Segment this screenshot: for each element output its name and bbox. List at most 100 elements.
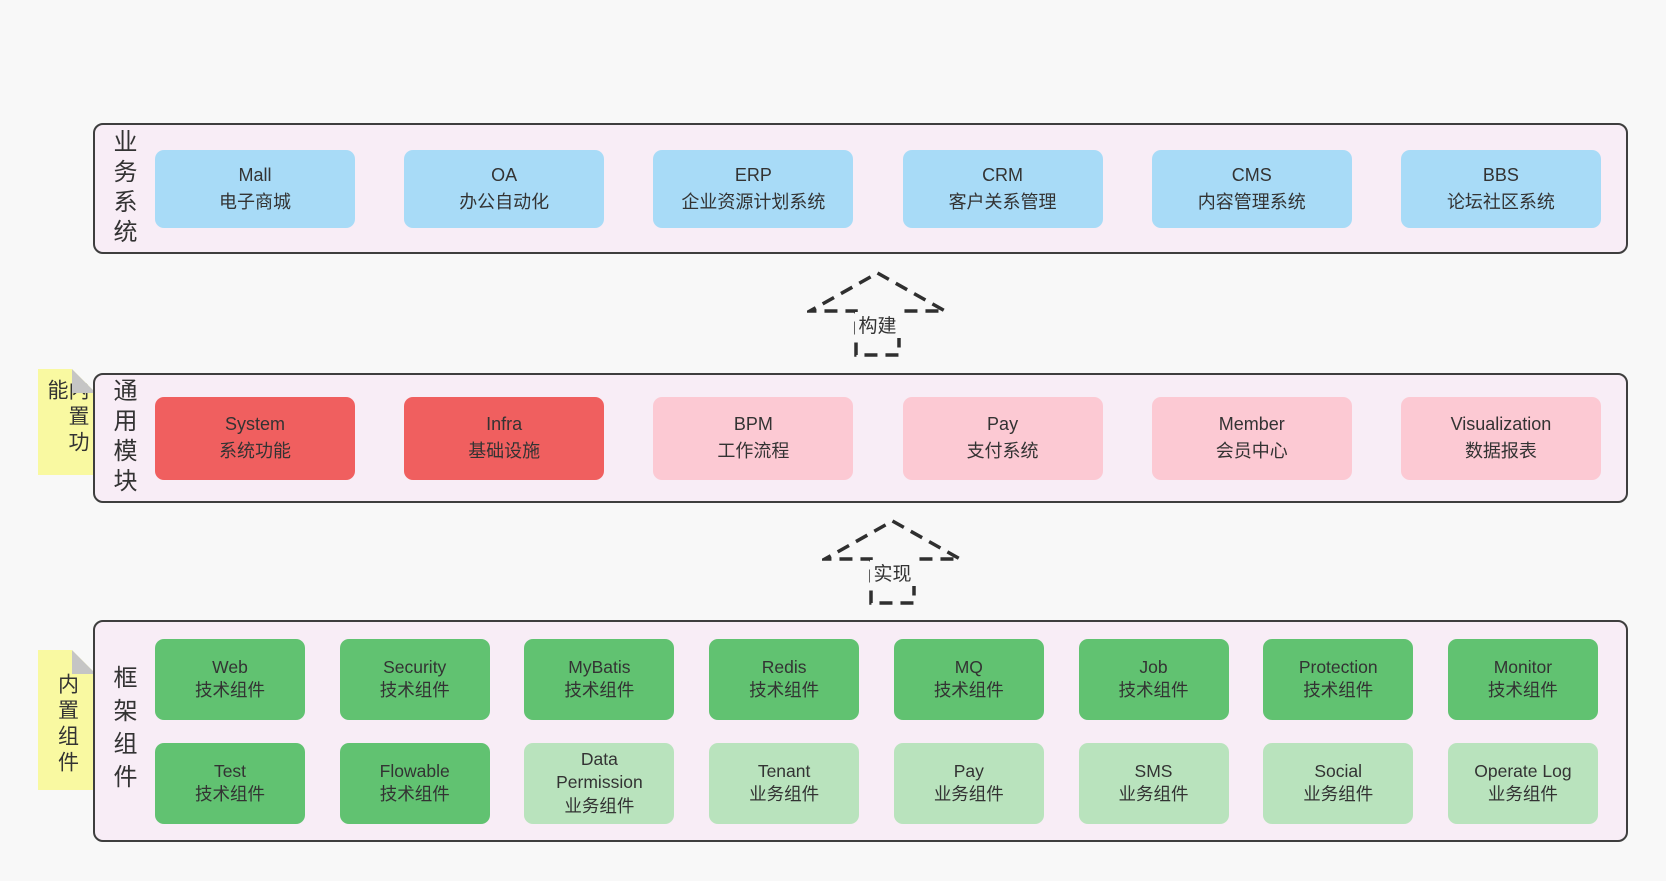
components-row-2: Test 技术组件 Flowable 技术组件 Data Permission … <box>155 742 1598 824</box>
box-crm-zh: 客户关系管理 <box>948 191 1057 212</box>
box-oa-zh: 办公自动化 <box>459 191 550 212</box>
sticky-note-functions-label: 内置功能 <box>45 379 89 457</box>
box-monitor: Monitor 技术组件 <box>1447 638 1598 720</box>
box-erp-zh: 企业资源计划系统 <box>681 191 826 212</box>
box-flowable-en: Flowable <box>379 760 450 781</box>
box-mall-en: Mall <box>238 164 272 185</box>
box-bbs-zh: 论坛社区系统 <box>1446 191 1555 212</box>
box-operate-log-zh: 业务组件 <box>1487 784 1558 804</box>
box-system-zh: 系统功能 <box>219 441 291 461</box>
box-cms-zh: 内容管理系统 <box>1197 191 1306 212</box>
box-crm: CRM 客户关系管理 <box>902 149 1103 228</box>
box-member-zh: 会员中心 <box>1215 441 1288 461</box>
box-mybatis: MyBatis 技术组件 <box>524 638 675 720</box>
box-test: Test 技术组件 <box>155 742 305 824</box>
box-pay: Pay 支付系统 <box>902 396 1103 480</box>
box-visualization: Visualization 数据报表 <box>1400 396 1601 480</box>
box-bpm-zh: 工作流程 <box>717 441 790 461</box>
box-social-en: Social <box>1314 760 1363 781</box>
box-social: Social 业务组件 <box>1263 742 1414 824</box>
box-cms: CMS 内容管理系统 <box>1151 149 1352 228</box>
box-pay-zh: 支付系统 <box>966 441 1039 461</box>
box-member-en: Member <box>1218 414 1285 434</box>
box-redis-zh: 技术组件 <box>749 680 820 700</box>
box-sms-zh: 业务组件 <box>1118 784 1189 804</box>
box-protection-en: Protection <box>1298 656 1378 677</box>
box-mq-zh: 技术组件 <box>933 680 1004 700</box>
box-tenant: Tenant 业务组件 <box>709 742 860 824</box>
box-redis-en: Redis <box>761 656 807 677</box>
box-web-zh: 技术组件 <box>195 680 265 700</box>
box-erp-en: ERP <box>734 164 772 185</box>
box-sms: SMS 业务组件 <box>1078 742 1229 824</box>
box-monitor-zh: 技术组件 <box>1487 680 1558 700</box>
box-oa-en: OA <box>491 164 518 185</box>
box-infra-zh: 基础设施 <box>468 441 541 461</box>
box-sms-en: SMS <box>1134 760 1173 781</box>
box-pay-biz-zh: 业务组件 <box>933 784 1004 804</box>
box-web: Web 技术组件 <box>155 638 305 720</box>
box-security-zh: 技术组件 <box>379 680 450 700</box>
box-pay-biz: Pay 业务组件 <box>893 742 1044 824</box>
box-tenant-zh: 业务组件 <box>749 784 820 804</box>
band-components-grid: Web 技术组件 Security 技术组件 MyBatis 技术组件 Redi… <box>149 622 1626 840</box>
sticky-note-built-in-components: 内置组件 <box>38 650 96 790</box>
box-flowable: Flowable 技术组件 <box>339 742 490 824</box>
box-data-permission: Data Permission 业务组件 <box>524 742 675 824</box>
box-operate-log-en: Operate Log <box>1474 760 1572 781</box>
band-components-label: 框架组件 <box>109 665 136 797</box>
box-security-en: Security <box>383 656 447 677</box>
box-mq: MQ 技术组件 <box>893 638 1044 720</box>
band-framework-components: 框架组件 Web 技术组件 Security 技术组件 MyBatis 技术组件… <box>93 620 1628 842</box>
box-monitor-en: Monitor <box>1493 656 1553 677</box>
box-protection-zh: 技术组件 <box>1303 680 1374 700</box>
build-arrow-label: 构建 <box>858 315 896 337</box>
band-business-label: 业务系统 <box>109 128 136 249</box>
box-redis: Redis 技术组件 <box>709 638 860 720</box>
band-modules-label: 通用模块 <box>109 378 136 498</box>
sticky-note-built-in-functions: 内置功能 <box>38 369 96 475</box>
box-member: Member 会员中心 <box>1151 396 1352 480</box>
band-common-modules: 通用模块 System 系统功能 Infra 基础设施 BPM 工作流程 Pay… <box>93 373 1628 503</box>
box-social-zh: 业务组件 <box>1303 784 1374 804</box>
band-business-boxes: Mall 电子商城 OA 办公自动化 ERP 企业资源计划系统 CRM 客户关系… <box>149 125 1626 252</box>
box-web-en: Web <box>212 656 248 677</box>
box-visualization-zh: 数据报表 <box>1464 441 1537 461</box>
box-system-en: System <box>224 414 285 434</box>
band-modules-boxes: System 系统功能 Infra 基础设施 BPM 工作流程 Pay 支付系统… <box>149 375 1626 501</box>
box-infra-en: Infra <box>486 414 523 434</box>
box-test-en: Test <box>213 760 247 781</box>
box-job-en: Job <box>1139 656 1168 677</box>
box-operate-log: Operate Log 业务组件 <box>1447 742 1598 824</box>
box-pay-en: Pay <box>987 414 1019 434</box>
box-mq-en: MQ <box>954 656 983 677</box>
box-tenant-en: Tenant <box>757 760 811 781</box>
box-bpm: BPM 工作流程 <box>653 396 854 480</box>
box-bpm-en: BPM <box>733 414 773 434</box>
box-erp: ERP 企业资源计划系统 <box>653 149 854 228</box>
box-mall: Mall 电子商城 <box>155 149 355 228</box>
box-mybatis-zh: 技术组件 <box>564 680 635 700</box>
box-bbs-en: BBS <box>1482 164 1519 185</box>
box-oa: OA 办公自动化 <box>404 149 605 228</box>
box-job: Job 技术组件 <box>1078 638 1229 720</box>
sticky-note-components-label: 内置组件 <box>55 673 79 777</box>
box-pay-biz-en: Pay <box>953 760 984 781</box>
components-row-1: Web 技术组件 Security 技术组件 MyBatis 技术组件 Redi… <box>155 638 1598 720</box>
box-data-permission-zh: 业务组件 <box>564 795 635 816</box>
implement-arrow-label: 实现 <box>873 563 911 585</box>
box-flowable-zh: 技术组件 <box>379 784 450 804</box>
box-protection: Protection 技术组件 <box>1263 638 1414 720</box>
band-business-systems: 业务系统 Mall 电子商城 OA 办公自动化 ERP 企业资源计划系统 CRM… <box>93 123 1628 254</box>
box-security: Security 技术组件 <box>339 638 490 720</box>
box-job-zh: 技术组件 <box>1118 680 1189 700</box>
box-data-permission-en: Data Permission <box>556 749 643 793</box>
box-mall-zh: 电子商城 <box>219 191 291 212</box>
box-test-zh: 技术组件 <box>195 784 265 804</box>
box-crm-en: CRM <box>982 164 1024 185</box>
build-arrow-icon: 构建 <box>803 270 952 363</box>
box-mybatis-en: MyBatis <box>568 656 631 677</box>
implement-arrow-icon: 实现 <box>818 518 967 611</box>
box-bbs: BBS 论坛社区系统 <box>1400 149 1601 228</box>
